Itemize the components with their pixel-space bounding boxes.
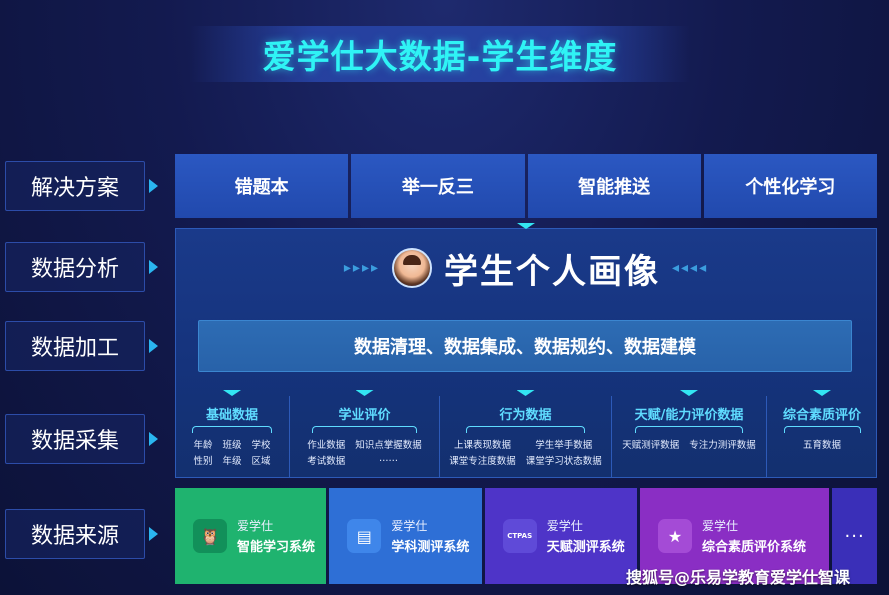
group-heading: 行为数据 — [499, 408, 552, 423]
group-item: 学校 — [251, 440, 271, 451]
row-label-processing: 数据加工 — [5, 321, 158, 371]
source-smart-learning[interactable]: 🦉 爱学仕 智能学习系统 — [175, 488, 327, 584]
collection-groups: 基础数据 年龄 班级 学校 性别 年级 区域 学业评价 作业数据 知识点掌握数据… — [175, 390, 877, 478]
arrow-right-icon — [149, 432, 158, 446]
ctpas-icon: CTPAS — [502, 519, 537, 553]
collection-group-academic: 学业评价 作业数据 知识点掌握数据 考试数据 …… — [290, 390, 440, 478]
group-item: 课堂专注度数据 — [449, 456, 516, 467]
solution-item[interactable]: 错题本 — [175, 154, 349, 218]
group-heading: 学业评价 — [338, 408, 391, 423]
row-label-text: 数据加工 — [30, 336, 119, 361]
source-brand: 爱学仕 — [546, 519, 583, 533]
source-brand: 爱学仕 — [391, 519, 428, 533]
row-label-text: 数据分析 — [30, 257, 119, 282]
group-heading: 基础数据 — [205, 408, 258, 423]
group-items: 年龄 班级 学校 性别 年级 区域 — [193, 437, 270, 467]
title-banner: 爱学仕大数据-学生维度 — [190, 26, 690, 82]
arrow-right-icon — [149, 527, 158, 541]
more-sources-button[interactable]: ··· — [832, 488, 877, 584]
down-marker-icon — [680, 390, 698, 396]
collection-group-basic: 基础数据 年龄 班级 学校 性别 年级 区域 — [175, 390, 290, 478]
group-item: 作业数据 — [307, 440, 346, 451]
solution-item[interactable]: 个性化学习 — [703, 154, 877, 218]
down-marker-icon — [355, 390, 374, 396]
collection-group-talent: 天赋/能力评价数据 天赋测评数据 专注力测评数据 — [612, 390, 767, 478]
page-title: 爱学仕大数据-学生维度 — [262, 37, 618, 76]
brace-line — [312, 426, 417, 433]
group-items: 上课表现数据 学生举手数据 课堂专注度数据 课堂学习状态数据 — [449, 437, 602, 467]
source-subject-assessment[interactable]: ▤ 爱学仕 学科测评系统 — [329, 488, 482, 584]
group-item: 性别 — [193, 456, 213, 467]
star-icon: ★ — [658, 519, 693, 553]
group-items: 作业数据 知识点掌握数据 考试数据 …… — [307, 437, 422, 467]
chevrons-right-icon: ▸▸▸▸ — [343, 260, 380, 276]
down-marker-icon — [813, 390, 831, 396]
document-icon: ▤ — [347, 519, 382, 553]
source-brand: 爱学仕 — [237, 519, 274, 533]
arrow-right-icon — [149, 339, 158, 353]
solution-item[interactable]: 举一反三 — [351, 154, 525, 218]
sources-row: 🦉 爱学仕 智能学习系统 ▤ 爱学仕 学科测评系统 CTPAS 爱学仕 天赋测评… — [175, 488, 877, 584]
collection-group-behavior: 行为数据 上课表现数据 学生举手数据 课堂专注度数据 课堂学习状态数据 — [440, 390, 612, 478]
source-name: 天赋测评系统 — [546, 540, 625, 555]
watermark: 搜狐号@乐易学教育爱学仕智课 — [626, 568, 851, 587]
group-item: …… — [379, 453, 398, 464]
portrait-row: ▸▸▸▸ 学生个人画像 ◂◂◂◂ — [175, 240, 877, 296]
source-name: 综合素质评价系统 — [702, 540, 807, 555]
brace-line — [192, 426, 272, 433]
down-marker-icon — [223, 390, 241, 396]
arrow-right-icon — [149, 179, 158, 193]
row-label-analysis: 数据分析 — [5, 242, 158, 292]
solution-item[interactable]: 智能推送 — [527, 154, 701, 218]
group-items: 五育数据 — [803, 437, 841, 451]
group-item: 课堂学习状态数据 — [525, 456, 602, 467]
group-item: 班级 — [222, 440, 242, 451]
group-heading: 综合素质评价 — [782, 408, 861, 423]
solutions-row: 错题本 举一反三 智能推送 个性化学习 — [175, 154, 877, 218]
row-label-text: 数据采集 — [30, 429, 119, 454]
student-avatar — [392, 248, 432, 288]
chevrons-left-icon: ◂◂◂◂ — [672, 260, 709, 276]
group-item: 考试数据 — [307, 456, 346, 467]
row-label-sources: 数据来源 — [5, 509, 158, 559]
row-label-solutions: 解决方案 — [5, 161, 158, 211]
group-item: 学生举手数据 — [535, 440, 593, 451]
group-item: 年级 — [222, 456, 242, 467]
source-brand: 爱学仕 — [702, 519, 739, 533]
group-item: 五育数据 — [802, 440, 841, 451]
down-marker-icon — [517, 223, 535, 229]
down-marker-icon — [516, 390, 535, 396]
brace-line — [783, 426, 861, 433]
source-comprehensive-evaluation[interactable]: ★ 爱学仕 综合素质评价系统 — [640, 488, 830, 584]
processing-box: 数据清理、数据集成、数据规约、数据建模 — [198, 320, 852, 372]
group-item: 区域 — [251, 456, 271, 467]
arrow-right-icon — [149, 260, 158, 274]
group-heading: 天赋/能力评价数据 — [634, 408, 744, 423]
row-label-collection: 数据采集 — [5, 414, 158, 464]
source-talent-assessment[interactable]: CTPAS 爱学仕 天赋测评系统 — [484, 488, 638, 584]
group-item: 专注力测评数据 — [689, 440, 756, 451]
owl-mascot-icon: 🦉 — [193, 519, 227, 553]
brace-line — [635, 426, 743, 433]
group-item: 上课表现数据 — [453, 440, 511, 451]
row-label-text: 解决方案 — [30, 176, 119, 201]
source-name: 智能学习系统 — [237, 540, 316, 555]
row-label-text: 数据来源 — [30, 524, 119, 549]
brace-line — [465, 426, 586, 433]
group-item: 知识点掌握数据 — [355, 440, 422, 451]
group-items: 天赋测评数据 专注力测评数据 — [622, 437, 756, 451]
source-name: 学科测评系统 — [391, 540, 470, 555]
group-item: 天赋测评数据 — [622, 440, 680, 451]
portrait-title: 学生个人画像 — [444, 251, 660, 292]
collection-group-comprehensive: 综合素质评价 五育数据 — [767, 390, 877, 478]
group-item: 年龄 — [193, 440, 213, 451]
